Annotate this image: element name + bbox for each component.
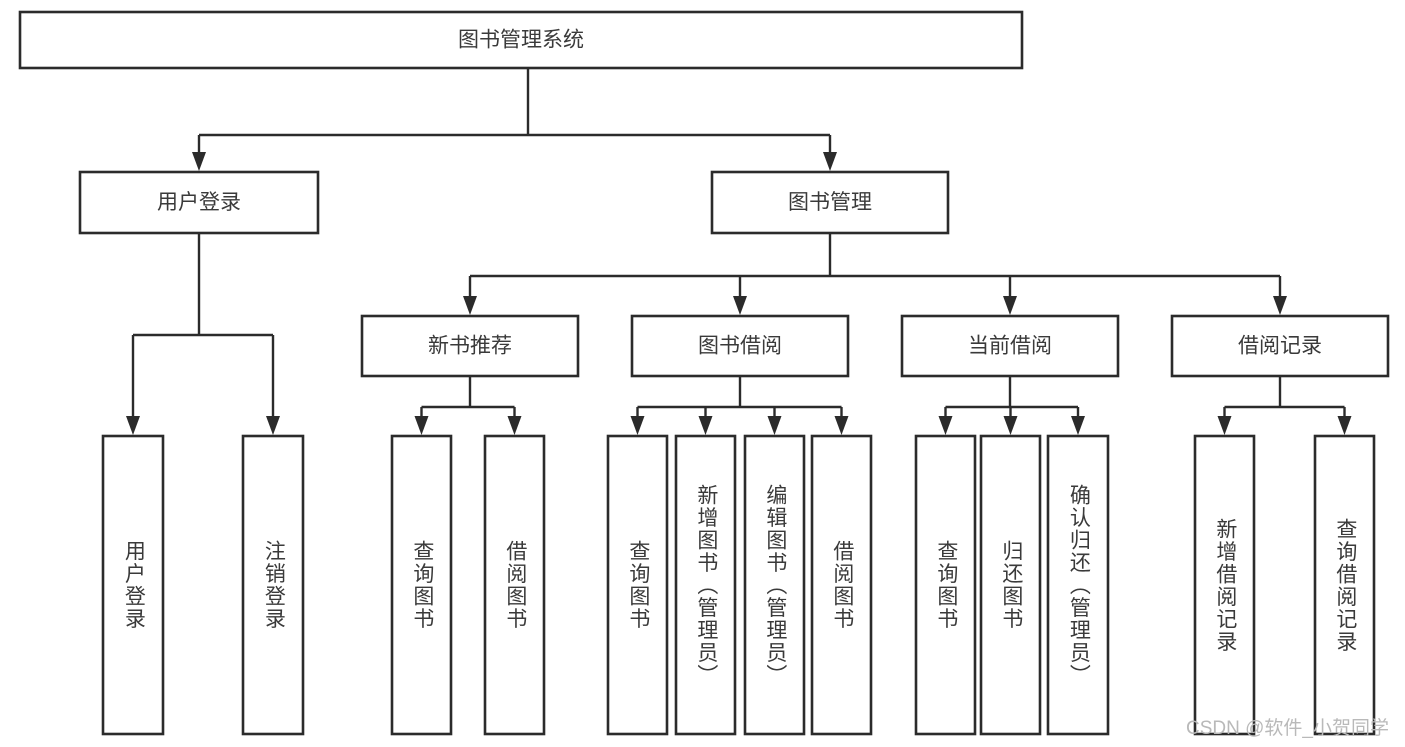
arrow-head-icon (507, 416, 522, 435)
node-label: 借阅记录 (1238, 335, 1322, 358)
node-book-management[interactable]: 图书管理 (710, 170, 950, 235)
arrow-head-icon (733, 296, 747, 315)
node-box[interactable] (606, 434, 669, 736)
node-current-borrow[interactable]: 当前借阅 (900, 314, 1120, 378)
arrow-head-icon (767, 416, 782, 435)
node-leaf-return-book[interactable] (979, 434, 1042, 736)
arrow-head-icon (1217, 416, 1232, 435)
node-box[interactable] (78, 170, 320, 235)
node-box[interactable] (674, 434, 737, 736)
node-leaf-confirm-return-admin[interactable] (1046, 434, 1110, 736)
arrow-head-icon (698, 416, 713, 435)
arrow-head-icon (1003, 416, 1018, 435)
connector-userlogin-to-leaves (126, 233, 280, 435)
node-leaf-user-login[interactable] (101, 434, 165, 736)
connector-current-to-leaves (938, 376, 1085, 435)
connector-recommend-to-leaves (414, 376, 522, 435)
node-leaf-query-book-current[interactable] (914, 434, 977, 736)
connector-root-to-level1 (192, 68, 837, 171)
arrow-head-icon (1071, 416, 1085, 435)
node-box[interactable] (743, 434, 806, 736)
arrow-head-icon (192, 152, 206, 171)
arrow-head-icon (630, 416, 645, 435)
node-leaf-borrow-book[interactable] (810, 434, 873, 736)
node-leaf-query-borrow-record[interactable] (1313, 434, 1376, 736)
node-label: 新书推荐 (428, 335, 512, 358)
node-user-login[interactable]: 用户登录 (78, 170, 320, 235)
node-box[interactable] (18, 10, 1024, 70)
node-leaf-query-book-borrow[interactable] (606, 434, 669, 736)
node-box[interactable] (710, 170, 950, 235)
arrow-head-icon (463, 296, 477, 315)
watermark-text: CSDN @软件_小贺同学 (1186, 718, 1389, 739)
node-leaf-query-book-recommend[interactable] (390, 434, 453, 736)
arrow-head-icon (1273, 296, 1287, 315)
connector-bookmgmt-to-level2 (463, 233, 1287, 315)
node-box[interactable] (1193, 434, 1256, 736)
node-leaf-logout[interactable] (241, 434, 305, 736)
node-box[interactable] (1170, 314, 1390, 378)
connector-layer (126, 68, 1352, 435)
arrow-head-icon (938, 416, 953, 435)
arrow-head-icon (414, 416, 429, 435)
node-borrow-records[interactable]: 借阅记录 (1170, 314, 1390, 378)
node-box[interactable] (810, 434, 873, 736)
arrow-head-icon (834, 416, 849, 435)
node-leaf-edit-book-admin[interactable] (743, 434, 806, 736)
node-box[interactable] (1046, 434, 1110, 736)
node-box[interactable] (900, 314, 1120, 378)
node-box[interactable] (630, 314, 850, 378)
node-root[interactable]: 图书管理系统 (18, 10, 1024, 70)
node-box[interactable] (360, 314, 580, 378)
node-new-book-recommend[interactable]: 新书推荐 (360, 314, 580, 378)
node-box[interactable] (483, 434, 546, 736)
connector-records-to-leaves (1217, 376, 1352, 435)
connector-borrow-to-leaves (630, 376, 849, 435)
node-label: 用户登录 (157, 191, 241, 214)
arrow-head-icon (823, 152, 837, 171)
node-label: 当前借阅 (968, 335, 1052, 358)
node-label: 图书管理 (788, 191, 872, 214)
node-leaf-borrow-book-recommend[interactable] (483, 434, 546, 736)
arrow-head-icon (126, 416, 140, 435)
arrow-head-icon (1337, 416, 1352, 435)
node-box[interactable] (390, 434, 453, 736)
node-box[interactable] (979, 434, 1042, 736)
node-label: 图书借阅 (698, 335, 782, 358)
node-leaf-add-borrow-record[interactable] (1193, 434, 1256, 736)
node-box[interactable] (914, 434, 977, 736)
node-box[interactable] (1313, 434, 1376, 736)
node-box[interactable] (101, 434, 165, 736)
node-leaf-add-book-admin[interactable] (674, 434, 737, 736)
arrow-head-icon (1003, 296, 1017, 315)
arrow-head-icon (266, 416, 280, 435)
node-book-borrow[interactable]: 图书借阅 (630, 314, 850, 378)
node-label: 图书管理系统 (458, 29, 584, 52)
node-box[interactable] (241, 434, 305, 736)
